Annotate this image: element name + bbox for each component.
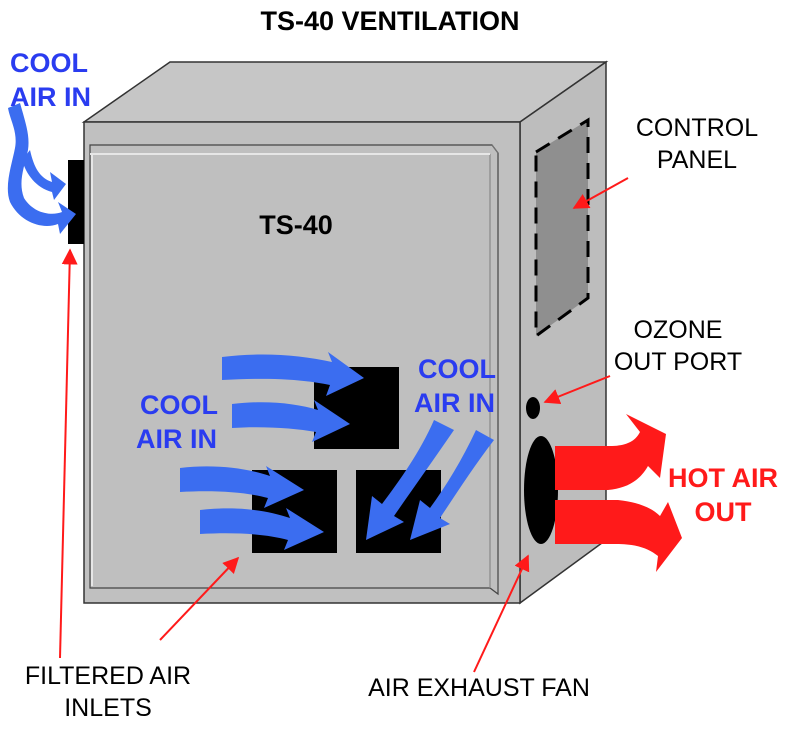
cool-air-labels: COOL AIR IN COOL AIR IN COOL AIR IN (10, 48, 496, 454)
pointer-inlet-slot (59, 248, 78, 659)
cool-air-arrow-front-4 (200, 508, 324, 550)
cool-air-arrow-diagonal-2 (410, 430, 494, 540)
cool-air-arrow-top-left (7, 103, 76, 234)
filtered-inlets-label-line1: FILTERED AIR (25, 662, 191, 690)
pointer-ozone-port (543, 375, 611, 405)
hot-air-arrows (555, 414, 682, 572)
control-panel-label-line1: CONTROL (636, 114, 758, 142)
cool-air-label-top-line1: COOL (10, 48, 88, 78)
pointer-front-inlets (159, 556, 240, 641)
cool-air-label-front-left-line2: AIR IN (136, 424, 217, 454)
cool-air-label-top-line2: AIR IN (10, 82, 91, 112)
callout-labels: CONTROL PANEL OZONE OUT PORT FILTERED AI… (25, 114, 758, 722)
hot-air-arrow-upper (555, 414, 666, 490)
pointer-control-panel (572, 177, 629, 209)
ozone-out-port (526, 397, 540, 419)
cabinet-top (81, 61, 609, 123)
cool-air-arrows (7, 103, 494, 550)
cool-air-arrow-front-2 (232, 400, 350, 442)
hot-air-label: HOT AIR OUT (668, 463, 778, 527)
ozone-port-label-line1: OZONE (634, 316, 723, 344)
control-panel (534, 117, 590, 339)
filtered-inlet-left-slot (68, 160, 84, 244)
unit-label: TS-40 (259, 210, 333, 240)
exhaust-fan-label: AIR EXHAUST FAN (368, 674, 590, 702)
cool-air-label-front-left-line1: COOL (140, 390, 218, 420)
cabinet: TS-40 (68, 60, 609, 605)
ozone-port-label-line2: OUT PORT (614, 348, 742, 376)
pointer-exhaust-fan (473, 554, 530, 673)
cool-air-label-front-right-line1: COOL (418, 354, 496, 384)
cool-air-arrow-front-1 (222, 352, 364, 396)
exhaust-fan (524, 436, 558, 544)
cool-air-arrow-top-left-inner (22, 150, 66, 200)
hot-air-label-line1: HOT AIR (668, 463, 778, 493)
cool-air-arrow-front-3 (180, 466, 304, 508)
cool-air-label-front-right-line2: AIR IN (414, 388, 495, 418)
pointer-lines (59, 177, 629, 673)
hot-air-arrow-lower (555, 500, 682, 572)
filtered-inlets-label-line2: INLETS (64, 694, 152, 722)
hot-air-label-line2: OUT (695, 497, 753, 527)
control-panel-label-line2: PANEL (657, 146, 737, 174)
cool-air-arrow-diagonal-1 (366, 420, 454, 540)
diagram-title: TS-40 VENTILATION (260, 6, 519, 36)
